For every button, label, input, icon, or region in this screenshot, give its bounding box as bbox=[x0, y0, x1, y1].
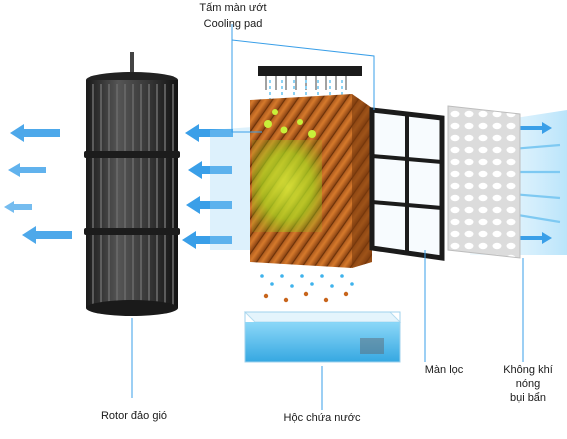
water-distributor bbox=[258, 66, 362, 100]
water-tank bbox=[243, 311, 402, 410]
hot-air-label-line2: nóng bbox=[515, 378, 541, 390]
rotor-label: Rotor đảo gió bbox=[100, 410, 168, 422]
filter-frame bbox=[369, 107, 445, 362]
water-drops bbox=[260, 274, 354, 303]
hot-air-label-line3: bụi bẩn bbox=[509, 392, 547, 404]
cooling-pad-label-vi: Tấm màn ướt bbox=[199, 2, 267, 14]
outgoing-air-arrows bbox=[4, 124, 233, 249]
filter-label: Màn lọc bbox=[424, 364, 464, 376]
hot-air-label-line1: Không khí bbox=[503, 364, 553, 376]
water-tank-label: Hộc chứa nước bbox=[283, 412, 361, 424]
mesh-filter bbox=[447, 105, 524, 362]
rotor-fan bbox=[84, 52, 180, 398]
cooling-pad bbox=[250, 94, 372, 268]
cooling-pad-label-en: Cooling pad bbox=[203, 18, 263, 30]
